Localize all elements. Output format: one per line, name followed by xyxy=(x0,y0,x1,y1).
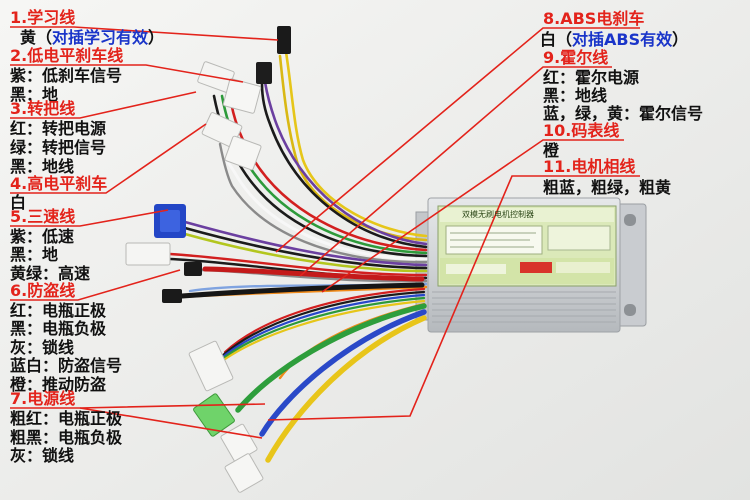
annotation-line-7b xyxy=(79,407,263,439)
throttle-connector-mate xyxy=(222,78,262,114)
title-power-wire: 7.电源线 xyxy=(10,389,76,408)
annotation-line-2 xyxy=(10,64,244,83)
phase-connector-yellow xyxy=(224,453,264,493)
annotation-line-1 xyxy=(10,26,279,41)
controller-box xyxy=(415,197,647,333)
annotation-line-5 xyxy=(10,209,169,227)
annotation-line-11 xyxy=(267,175,640,421)
throttle-line: 绿：转把信号 xyxy=(10,138,107,157)
title-speedometer-wire: 10.码表线 xyxy=(543,121,620,140)
hall-connector xyxy=(188,340,234,392)
anti-theft-line: 蓝白：防盗信号 xyxy=(10,356,123,375)
hall-wire xyxy=(211,287,426,370)
power-connector-red xyxy=(184,262,202,276)
anti-theft-line: 黑：电瓶负极 xyxy=(10,319,107,338)
power-line: 粗黑：电瓶负极 xyxy=(10,428,123,447)
three-speed-line: 黄绿：高速 xyxy=(10,264,91,283)
low-brake-connector xyxy=(256,62,272,84)
learning-connector xyxy=(277,26,291,54)
high-brake-wire xyxy=(218,142,428,264)
hall-line: 蓝，绿，黄：霍尔信号 xyxy=(543,104,704,123)
title-learning-wire: 1.学习线 xyxy=(10,8,76,27)
three-speed-line: 紫：低速 xyxy=(10,227,75,246)
title-throttle-wire: 3.转把线 xyxy=(10,99,76,118)
controller-label: 双模无刷电机控制器 xyxy=(462,210,534,219)
three-speed-connector xyxy=(154,204,186,238)
note-prefix: 白（ xyxy=(540,30,573,49)
speedometer-line: 橙 xyxy=(543,141,560,160)
low-brake-wire xyxy=(260,80,428,249)
note-suffix: ） xyxy=(148,28,165,47)
annotation-line-8 xyxy=(275,27,640,253)
note-suffix: ） xyxy=(672,30,689,49)
phase-connector-green xyxy=(193,393,235,437)
anti-theft-line: 橙：推动防盗 xyxy=(10,375,107,394)
note-prefix: 黄（ xyxy=(20,28,53,47)
anti-theft-connector xyxy=(125,242,171,266)
anti-theft-line: 灰：锁线 xyxy=(10,338,75,357)
hall-line: 黑：地线 xyxy=(543,86,608,105)
title-motor-phase-wire: 11.电机相线 xyxy=(543,157,636,176)
annotation-line-3 xyxy=(10,91,197,119)
low-brake-line: 黑：地 xyxy=(10,85,59,104)
high-brake-line: 白 xyxy=(10,193,27,212)
annotation-line-6 xyxy=(10,269,181,301)
high-brake-connector-mate xyxy=(224,135,262,171)
title-abs-brake-wire: 8.ABS电刹车 xyxy=(543,9,645,28)
throttle-line: 红：转把电源 xyxy=(10,119,107,138)
note-highlight: 对插ABS有效 xyxy=(572,30,673,49)
title-high-brake-wire: 4.高电平刹车 xyxy=(10,174,108,193)
note-learning-wire: 黄（对插学习有效） xyxy=(20,29,164,47)
title-low-brake-wire: 2.低电平刹车线 xyxy=(10,46,124,65)
three-speed-wire xyxy=(183,220,428,273)
title-three-speed-wire: 5.三速线 xyxy=(10,207,76,226)
power-wire xyxy=(179,266,425,299)
low-brake-line: 紫：低刹车信号 xyxy=(10,66,123,85)
power-connector-black xyxy=(162,289,182,303)
title-hall-wire: 9.霍尔线 xyxy=(543,48,609,67)
note-abs-brake-wire: 白（对插ABS有效） xyxy=(540,31,688,49)
anti-theft-line: 红：电瓶正极 xyxy=(10,301,107,320)
annotation-lines xyxy=(10,26,640,439)
motor-phase-line: 粗蓝，粗绿，粗黄 xyxy=(543,178,672,197)
three-speed-line: 黑：地 xyxy=(10,245,59,264)
note-highlight: 对插学习有效 xyxy=(52,28,149,47)
annotation-line-10 xyxy=(321,139,624,293)
title-anti-theft-wire: 6.防盗线 xyxy=(10,281,76,300)
throttle-line: 黑：地线 xyxy=(10,157,75,176)
controller-sticker xyxy=(437,205,617,287)
annotation-line-4 xyxy=(10,123,207,194)
power-line: 灰：锁线 xyxy=(10,446,75,465)
hall-line: 红：霍尔电源 xyxy=(543,68,640,87)
annotation-line-9 xyxy=(299,66,612,277)
power-line: 粗红：电瓶正极 xyxy=(10,409,123,428)
